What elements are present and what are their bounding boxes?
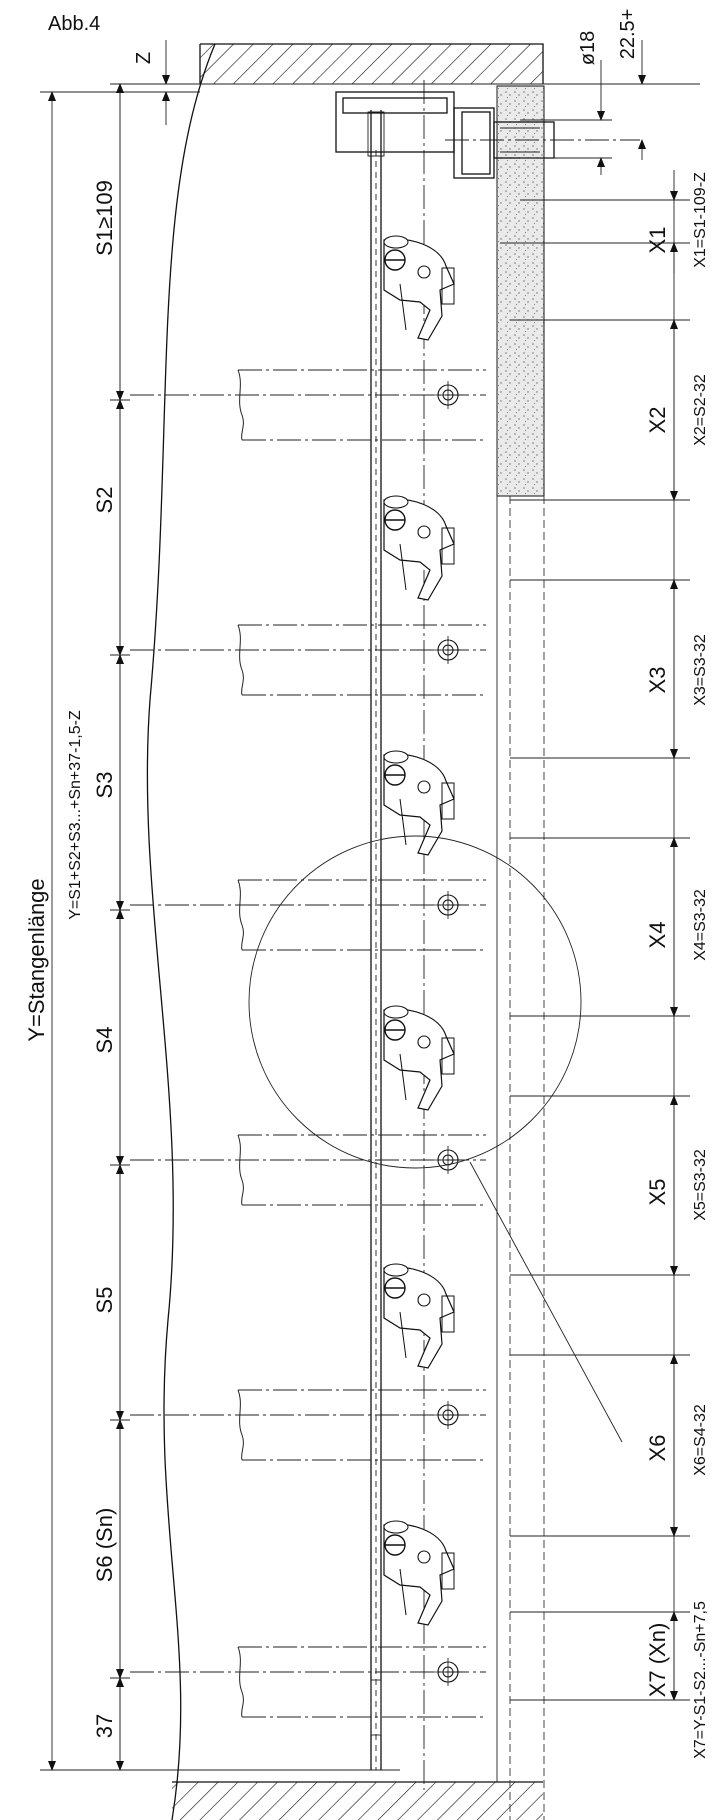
- gearbox-head: [335, 91, 640, 179]
- latch-cam: [383, 1520, 455, 1626]
- dimension-225: [600, 40, 700, 160]
- latch-cam: [383, 495, 455, 601]
- formula-x6: X6=S4-32: [692, 1404, 709, 1476]
- latch-cams: [383, 235, 455, 1626]
- dimension-s2-label: S2: [92, 487, 117, 514]
- detail-circle: [248, 835, 623, 1443]
- figure-label: Abb.4: [48, 13, 100, 35]
- dimension-x1-label: X1: [645, 227, 670, 254]
- formula-x1: X1=S1-109-Z: [692, 172, 709, 268]
- dimension-s4-label: S4: [92, 1027, 117, 1054]
- bottom-hatched-block: [172, 1781, 543, 1820]
- dimension-37-label: 37: [92, 1714, 117, 1738]
- dimension-225-label: 22.5+: [617, 9, 639, 60]
- dimension-x7-label: X7 (Xn): [645, 1623, 670, 1698]
- striker-plate: [130, 1134, 486, 1206]
- label-total-length: Y=Stangenlänge: [24, 878, 49, 1041]
- formula-x4: X4=S3-32: [692, 889, 709, 961]
- striker-plate: [130, 1389, 486, 1461]
- latch-cam: [383, 1005, 455, 1111]
- dimension-s3-label: S3: [92, 772, 117, 799]
- dimension-x2-label: X2: [645, 407, 670, 434]
- latch-cam: [383, 235, 455, 341]
- striker-plate: [130, 1646, 486, 1718]
- formula-x3: X3=S3-32: [692, 634, 709, 706]
- frame-lines: [496, 86, 545, 1820]
- dimension-x-column: [500, 170, 690, 1701]
- dimension-x4-label: X4: [645, 922, 670, 949]
- dimension-x3-label: X3: [645, 667, 670, 694]
- dimension-s1-label: S1≥109: [92, 180, 117, 256]
- dimension-s-column: [110, 83, 130, 1771]
- formula-x7: X7=Y-S1-S2...-Sn+7,5: [692, 1601, 709, 1759]
- dimension-d18: [520, 60, 612, 175]
- dimension-s6-label: S6 (Sn): [92, 1508, 117, 1583]
- dimension-x5-label: X5: [645, 1179, 670, 1206]
- dimension-s5-label: S5: [92, 1287, 117, 1314]
- formula-x2: X2=S2-32: [692, 374, 709, 446]
- latch-cam: [383, 750, 455, 856]
- dimension-d18-label: ø18: [577, 31, 599, 65]
- locking-rod: [370, 110, 382, 1770]
- striker-plate: [130, 879, 486, 951]
- striker-plate: [130, 369, 486, 441]
- dimension-z-label: Z: [133, 52, 155, 64]
- top-hatched-block: [199, 43, 544, 84]
- formula-x5: X5=S3-32: [692, 1149, 709, 1221]
- gasket-strip: [496, 85, 545, 497]
- striker-plate: [130, 624, 486, 696]
- latch-cam: [383, 1263, 455, 1369]
- break-line: [146, 43, 216, 1820]
- formula-y: Y=S1+S2+S3...+Sn+37-1,5-Z: [67, 710, 84, 920]
- striker-plates: [130, 369, 486, 1718]
- dimension-x6-label: X6: [645, 1435, 670, 1462]
